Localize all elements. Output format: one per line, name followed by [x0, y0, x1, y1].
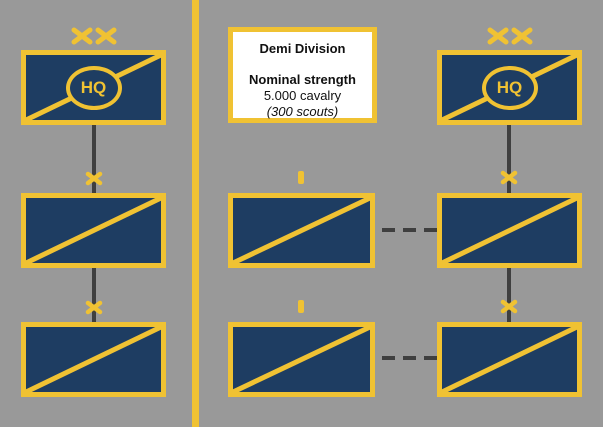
- unit-right-hq: HQ: [437, 50, 582, 125]
- rank-i-icon: [298, 300, 304, 313]
- cavalry-diagonal-icon: [442, 198, 577, 263]
- cavalry-diagonal-icon: [233, 198, 370, 263]
- rank-xx-icon: [487, 27, 533, 45]
- cavalry-diagonal-icon: [442, 327, 577, 392]
- dashed-link-row2: [382, 228, 437, 232]
- rank-x-icon: [500, 170, 518, 185]
- hq-label: HQ: [496, 78, 523, 97]
- connector-right-brigade1-to-brigade2: [507, 268, 511, 322]
- info-card-strength-value: 5.000 cavalry: [263, 88, 342, 103]
- connector-left-brigade1-to-brigade2: [92, 268, 96, 322]
- rank-x-icon: [500, 299, 518, 314]
- cavalry-diagonal-icon: [233, 327, 370, 392]
- unit-right-brigade1: [437, 193, 582, 268]
- hq-oval: HQ: [65, 65, 122, 110]
- info-card-strength-note: (300 scouts): [266, 104, 339, 119]
- unit-left-hq: HQ: [21, 50, 166, 125]
- connector-right-hq-to-brigade1: [507, 125, 511, 193]
- cavalry-diagonal-icon: [26, 327, 161, 392]
- rank-x-icon: [85, 171, 103, 186]
- rank-i-icon: [298, 171, 304, 184]
- unit-left-brigade1: [21, 193, 166, 268]
- unit-middle-row3: [228, 322, 375, 397]
- info-card-title: Demi Division: [259, 41, 346, 56]
- rank-xx-icon: [71, 27, 117, 45]
- cavalry-diagonal-icon: [26, 198, 161, 263]
- hq-label: HQ: [80, 78, 107, 97]
- rank-x-icon: [85, 300, 103, 315]
- info-card: Demi Division Nominal strength 5.000 cav…: [228, 27, 377, 123]
- unit-right-brigade2: [437, 322, 582, 397]
- unit-left-brigade2: [21, 322, 166, 397]
- unit-middle-row2: [228, 193, 375, 268]
- info-card-strength-label: Nominal strength: [249, 72, 356, 87]
- hq-oval: HQ: [481, 65, 538, 110]
- section-divider: [192, 0, 199, 427]
- dashed-link-row3: [382, 356, 437, 360]
- connector-left-hq-to-brigade1: [92, 125, 96, 193]
